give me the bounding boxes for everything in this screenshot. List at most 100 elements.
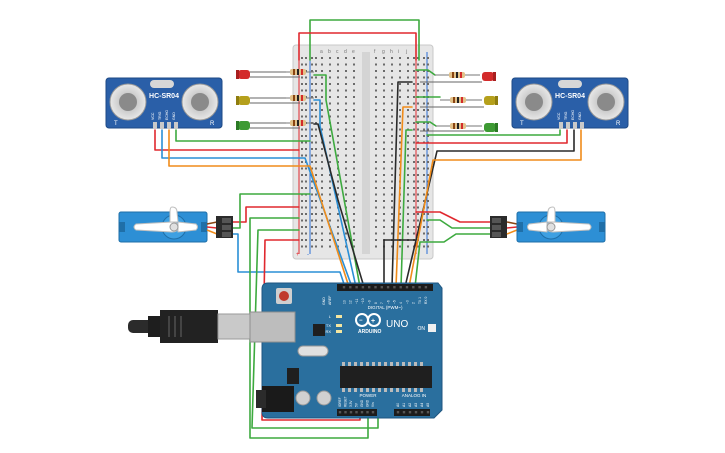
breadboard-hole[interactable] — [329, 245, 331, 248]
breadboard-hole[interactable] — [423, 154, 425, 157]
breadboard-hole[interactable] — [301, 135, 303, 137]
breadboard-hole[interactable] — [417, 102, 419, 105]
breadboard-hole[interactable] — [427, 135, 429, 137]
breadboard-hole[interactable] — [301, 245, 303, 248]
breadboard-hole[interactable] — [407, 232, 409, 235]
breadboard-hole[interactable] — [413, 57, 415, 59]
breadboard-hole[interactable] — [353, 213, 355, 215]
breadboard-hole[interactable] — [417, 219, 419, 222]
breadboard-hole[interactable] — [321, 57, 323, 59]
breadboard-hole[interactable] — [353, 148, 355, 150]
breadboard-hole[interactable] — [413, 232, 415, 235]
breadboard-hole[interactable] — [353, 206, 355, 209]
breadboard-hole[interactable] — [353, 128, 355, 131]
breadboard-hole[interactable] — [383, 70, 385, 72]
breadboard-hole[interactable] — [375, 148, 377, 150]
breadboard-hole[interactable] — [391, 70, 393, 72]
breadboard-hole[interactable] — [305, 109, 307, 111]
breadboard-hole[interactable] — [315, 206, 317, 209]
header-pin[interactable] — [386, 286, 390, 289]
breadboard-hole[interactable] — [353, 187, 355, 189]
breadboard-hole[interactable] — [305, 206, 307, 209]
breadboard-hole[interactable] — [329, 135, 331, 137]
breadboard-hole[interactable] — [329, 200, 331, 202]
ultrasonic-sensor-right[interactable]: HC-SR04 T R VCC TRIG ECHO GND — [511, 77, 629, 129]
breadboard-hole[interactable] — [321, 167, 323, 170]
breadboard-hole[interactable] — [329, 206, 331, 209]
breadboard-hole[interactable] — [321, 141, 323, 144]
breadboard-hole[interactable] — [413, 122, 415, 124]
breadboard-hole[interactable] — [321, 115, 323, 118]
header-pin[interactable] — [418, 286, 421, 289]
breadboard-hole[interactable] — [329, 70, 331, 72]
breadboard-hole[interactable] — [413, 109, 415, 111]
breadboard-hole[interactable] — [345, 57, 347, 59]
breadboard-hole[interactable] — [423, 219, 425, 222]
breadboard-hole[interactable] — [301, 239, 303, 241]
breadboard-hole[interactable] — [315, 161, 317, 163]
breadboard-hole[interactable] — [329, 109, 331, 111]
breadboard-hole[interactable] — [305, 154, 307, 157]
breadboard-hole[interactable] — [427, 167, 429, 170]
breadboard-hole[interactable] — [427, 239, 429, 241]
breadboard-hole[interactable] — [391, 180, 393, 183]
breadboard-hole[interactable] — [383, 96, 385, 98]
breadboard-hole[interactable] — [337, 226, 339, 228]
breadboard-hole[interactable] — [417, 213, 419, 215]
breadboard-hole[interactable] — [383, 148, 385, 150]
breadboard-hole[interactable] — [417, 122, 419, 124]
breadboard-hole[interactable] — [383, 232, 385, 235]
breadboard-hole[interactable] — [337, 213, 339, 215]
breadboard-hole[interactable] — [413, 180, 415, 183]
breadboard-hole[interactable] — [399, 135, 401, 137]
breadboard-hole[interactable] — [305, 148, 307, 150]
breadboard-hole[interactable] — [301, 128, 303, 131]
breadboard-hole[interactable] — [353, 63, 355, 66]
breadboard-hole[interactable] — [417, 76, 419, 79]
breadboard-hole[interactable] — [417, 63, 419, 66]
ultrasonic-sensor-left[interactable]: HC-SR04 T R VCC TRIG ECHO GND — [105, 77, 223, 129]
header-pin[interactable] — [355, 411, 358, 414]
breadboard-hole[interactable] — [417, 206, 419, 209]
breadboard-hole[interactable] — [315, 148, 317, 150]
breadboard-hole[interactable] — [423, 89, 425, 92]
breadboard-hole[interactable] — [391, 219, 393, 222]
breadboard-hole[interactable] — [427, 122, 429, 124]
header-pin[interactable] — [412, 286, 415, 289]
header-pin[interactable] — [368, 286, 371, 289]
breadboard-hole[interactable] — [375, 109, 377, 111]
breadboard-hole[interactable] — [375, 239, 377, 241]
breadboard-hole[interactable] — [301, 57, 303, 59]
breadboard-hole[interactable] — [417, 109, 419, 111]
breadboard-hole[interactable] — [321, 96, 323, 98]
header-pin[interactable] — [361, 286, 365, 289]
breadboard-hole[interactable] — [353, 109, 355, 111]
breadboard-hole[interactable] — [315, 109, 317, 111]
breadboard-hole[interactable] — [337, 180, 339, 183]
breadboard-hole[interactable] — [427, 57, 429, 59]
breadboard-hole[interactable] — [337, 122, 339, 124]
breadboard-hole[interactable] — [417, 89, 419, 92]
breadboard-hole[interactable] — [345, 102, 347, 105]
breadboard-hole[interactable] — [423, 187, 425, 189]
breadboard-hole[interactable] — [427, 154, 429, 157]
breadboard-hole[interactable] — [423, 193, 425, 196]
breadboard-hole[interactable] — [345, 167, 347, 170]
breadboard-hole[interactable] — [423, 148, 425, 150]
breadboard-hole[interactable] — [413, 70, 415, 72]
header-pin[interactable] — [338, 411, 342, 414]
breadboard-hole[interactable] — [391, 135, 393, 137]
breadboard-hole[interactable] — [375, 83, 377, 85]
breadboard-hole[interactable] — [383, 167, 385, 170]
breadboard-hole[interactable] — [321, 63, 323, 66]
breadboard-hole[interactable] — [407, 57, 409, 59]
breadboard-hole[interactable] — [305, 187, 307, 189]
breadboard-hole[interactable] — [413, 187, 415, 189]
breadboard-hole[interactable] — [427, 226, 429, 228]
breadboard-hole[interactable] — [407, 219, 409, 222]
breadboard-hole[interactable] — [413, 102, 415, 105]
breadboard-hole[interactable] — [423, 102, 425, 105]
breadboard-hole[interactable] — [399, 154, 401, 157]
header-pin[interactable] — [344, 411, 347, 414]
breadboard-hole[interactable] — [413, 174, 415, 176]
